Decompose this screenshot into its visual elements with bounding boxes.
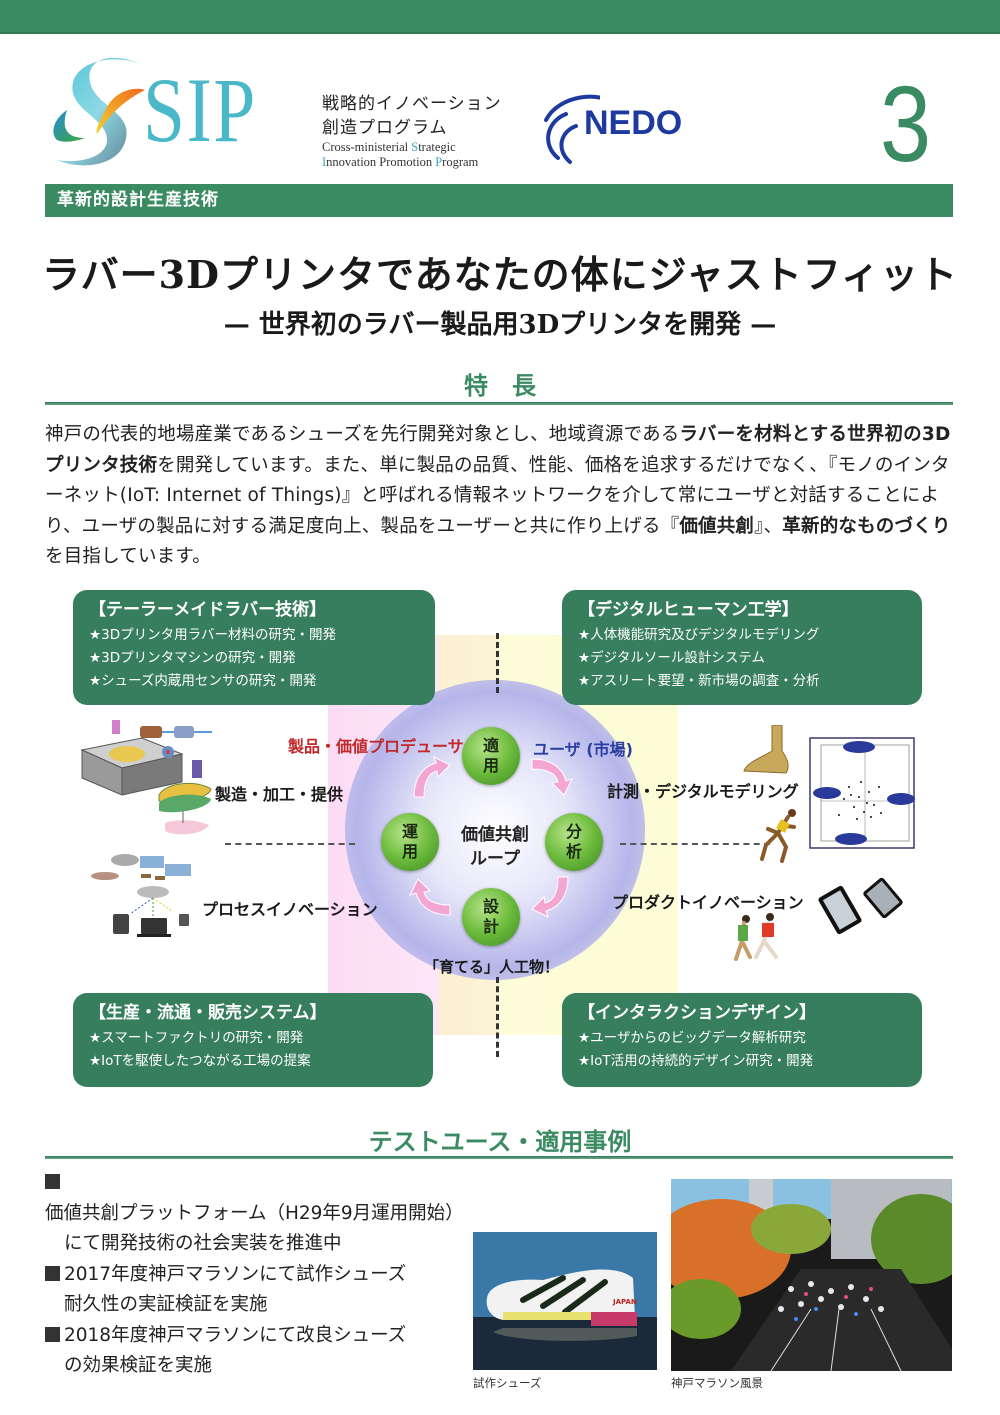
box-item: ★アスリート要望・新市場の調査・分析 — [578, 673, 820, 689]
bullet-square-icon — [45, 1174, 60, 1189]
intro-text-4: を目指しています。 — [45, 546, 211, 567]
intro-bold-1: ラバーを材料とする世界初の3Dプリンタ技術 — [45, 424, 951, 476]
insole-illustration-icon — [158, 782, 212, 835]
node-design: 設計 — [462, 888, 520, 946]
nedo-arc-icon — [544, 94, 600, 164]
category-bar: 革新的設計生産技術 — [45, 184, 953, 217]
features-heading: 特 長 — [464, 372, 536, 400]
sip-wordmark: SIP — [143, 59, 257, 161]
box-item: ★デジタルソール設計システム — [578, 650, 765, 666]
arrow-down-left-icon — [531, 876, 569, 918]
prototype-shoe-photo: JAPAN — [473, 1232, 657, 1370]
intro-text-1: 神戸の代表的地場産業であるシューズを先行開発対象とし、地域資源である — [45, 424, 680, 445]
axis-horizontal-left — [225, 843, 355, 845]
page-subtitle: — 世界初のラバー製品用3Dプリンタを開発 — — [223, 310, 777, 340]
node-analyze: 分析 — [545, 813, 603, 871]
box-item: ★スマートファクトリの研究・開発 — [89, 1030, 304, 1046]
page-number: 3 — [880, 63, 932, 184]
process-innovation-label: プロセスイノベーション — [202, 900, 378, 919]
box-item: ★3Dプリンタマシンの研究・開発 — [89, 650, 296, 666]
features-rule — [45, 402, 953, 405]
nedo-logo: NEDO — [540, 90, 700, 165]
product-innovation-label: プロダクトイノベーション — [612, 893, 804, 912]
value-cocreation-diagram: 【テーラーメイドラバー技術】 ★3Dプリンタ用ラバー材料の研究・開発 ★3Dプリ… — [0, 585, 1000, 1095]
box-tailormade-rubber: 【テーラーメイドラバー技術】 ★3Dプリンタ用ラバー材料の研究・開発 ★3Dプリ… — [73, 590, 435, 705]
arrow-down-right-icon — [531, 758, 573, 796]
axis-vertical-top — [496, 633, 499, 693]
manufacturing-label: 製造・加工・提供 — [215, 785, 344, 804]
box-digital-human: 【デジタルヒューマン工学】 ★人体機能研究及びデジタルモデリング ★デジタルソー… — [562, 590, 922, 705]
nedo-wordmark: NEDO — [584, 104, 683, 142]
intro-text-2: を開発しています。また、単に製品の品質、性能、価格を追求するだけでなく、『モノの… — [45, 454, 950, 537]
arrow-up-right-icon — [413, 756, 451, 798]
sip-description: 戦略的イノベーション 創造プログラム Cross-ministerial Str… — [322, 92, 522, 170]
sip-logo: SIP — [45, 52, 315, 177]
box-interaction-design: 【インタラクションデザイン】 ★ユーザからのビッグデータ解析研究 ★IoT活用の… — [562, 993, 922, 1087]
measurement-label: 計測・デジタルモデリング — [607, 782, 799, 801]
box-title: 【生産・流通・販売システム】 — [89, 1003, 327, 1023]
cases-list: 価値共創プラットフォーム（H29年9月運用開始） にて開発技術の社会実装を推進中… — [45, 1168, 475, 1382]
marathon-image-icon — [671, 1179, 952, 1371]
box-title: 【インタラクションデザイン】 — [578, 1003, 816, 1023]
shoe-image-icon: JAPAN — [473, 1232, 657, 1370]
loop-center-label: 価値共創 ループ — [461, 825, 529, 869]
box-title: 【デジタルヒューマン工学】 — [578, 600, 799, 620]
cloud-network-illustration-icon — [91, 854, 191, 937]
box-item: ★3Dプリンタ用ラバー材料の研究・開発 — [89, 627, 336, 643]
features-paragraph: 神戸の代表的地場産業であるシューズを先行開発対象とし、地域資源であるラバーを材料… — [45, 420, 960, 573]
arrow-up-left-icon — [409, 878, 451, 916]
sprinter-illustration-icon — [760, 809, 796, 863]
bullet-square-icon — [45, 1326, 60, 1342]
case-item: 2017年度神戸マラソンにて試作シューズ 耐久性の実証検証を実施 — [45, 1260, 475, 1321]
bullet-square-icon — [45, 1265, 60, 1281]
foot-scatter-plot-icon — [809, 737, 915, 849]
producer-label: 製品・価値プロデューサ — [288, 737, 464, 756]
case-item: 価値共創プラットフォーム（H29年9月運用開始） にて開発技術の社会実装を推進中 — [45, 1168, 475, 1260]
grow-artifact-label: 「育てる」人工物！ — [424, 958, 560, 976]
box-title: 【テーラーメイドラバー技術】 — [89, 600, 327, 620]
top-band — [0, 0, 1000, 34]
box-production-system: 【生産・流通・販売システム】 ★スマートファクトリの研究・開発 ★IoTを駆使し… — [73, 993, 433, 1087]
box-item: ★人体機能研究及びデジタルモデリング — [578, 627, 820, 643]
program-name-en-1: Cross-ministerial Strategic — [322, 140, 456, 154]
intro-bold-2: 価値共創 — [679, 515, 755, 537]
svg-text:JAPAN: JAPAN — [612, 1298, 637, 1306]
intro-text-3: 』、 — [754, 515, 783, 537]
box-item: ★ユーザからのビッグデータ解析研究 — [578, 1030, 806, 1046]
case-item: 2018年度神戸マラソンにて改良シューズ の効果検証を実施 — [45, 1321, 475, 1382]
tablets-illustration-icon — [818, 877, 903, 935]
runners-illustration-icon — [734, 913, 778, 961]
axis-horizontal-right — [620, 843, 770, 845]
box-item: ★シューズ内蔵用センサの研究・開発 — [89, 673, 317, 689]
cases-rule — [45, 1156, 953, 1159]
node-operate: 運用 — [381, 813, 439, 871]
cases-heading: テストユース・適用事例 — [368, 1128, 632, 1156]
3d-printer-illustration-icon — [80, 720, 202, 796]
user-market-label: ユーザ (市場) — [533, 740, 633, 759]
program-name-jp-1: 戦略的イノベーション — [322, 94, 502, 114]
node-apply: 適用 — [462, 727, 520, 785]
axis-vertical-bottom — [496, 977, 499, 1057]
foot-skeleton-illustration-icon — [743, 725, 789, 774]
box-item: ★IoTを駆使したつながる工場の提案 — [89, 1053, 311, 1069]
program-name-en-2: Innovation Promotion Program — [322, 155, 479, 169]
page-title: ラバー3Dプリンタであなたの体にジャストフィット — [42, 252, 958, 297]
box-item: ★IoT活用の持続的デザイン研究・開発 — [578, 1053, 814, 1069]
extruder-illustration-icon — [140, 726, 212, 758]
program-name-jp-2: 創造プログラム — [322, 118, 448, 138]
shoe-photo-caption: 試作シューズ — [473, 1376, 542, 1390]
kobe-marathon-photo — [671, 1179, 952, 1371]
marathon-photo-caption: 神戸マラソン風景 — [671, 1376, 763, 1390]
sip-swirl-icon — [53, 57, 145, 166]
intro-bold-3: 革新的なものづくり — [782, 515, 951, 537]
